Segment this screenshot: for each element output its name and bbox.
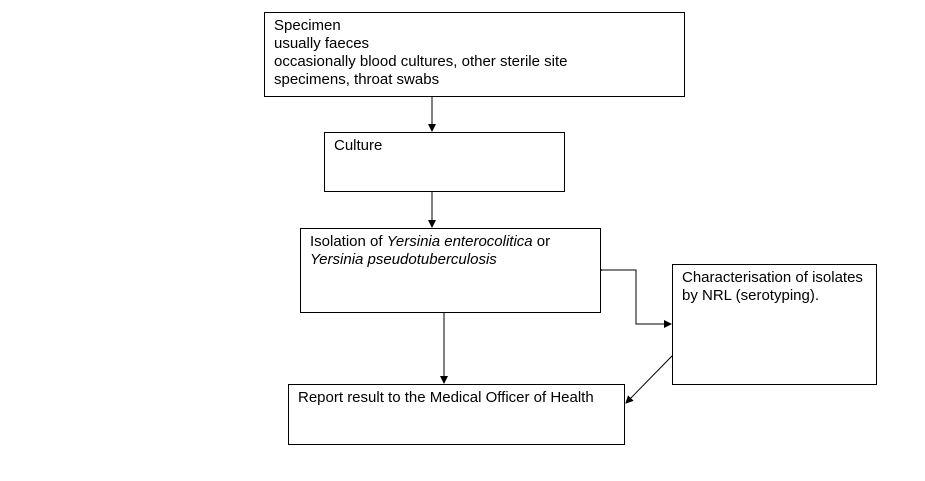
culture-label: Culture (334, 137, 383, 154)
characterisation-text: Characterisation of isolates by NRL (ser… (682, 269, 863, 304)
arrow-characterisation-to-report (625, 355, 673, 404)
specimen-line-throat: specimens, throat swabs (274, 71, 440, 88)
report-box: Report result to the Medical Officer of … (288, 384, 625, 445)
report-text: Report result to the Medical Officer of … (298, 389, 594, 406)
organism-enterocolitica: Yersinia enterocolitica (386, 233, 533, 250)
organism-pseudotuberculosis: Yersinia pseudotuberculosis (310, 251, 497, 268)
culture-box: Culture (324, 132, 565, 192)
specimen-box: Specimen usually faeces occasionally blo… (264, 12, 685, 97)
characterisation-box: Characterisation of isolates by NRL (ser… (672, 264, 877, 385)
isolation-box: Isolation of Yersinia enterocolitica or … (300, 228, 601, 313)
isolation-text: Isolation of Yersinia enterocolitica or … (310, 233, 591, 269)
connector-isolation-characterisation (595, 266, 672, 328)
specimen-line-usual: usually faeces (274, 35, 370, 52)
specimen-line-occasional: occasionally blood cultures, other steri… (274, 53, 568, 70)
isolation-conjunction: or (532, 233, 551, 250)
specimen-title: Specimen (274, 17, 341, 34)
isolation-prefix: Isolation of (310, 233, 387, 250)
